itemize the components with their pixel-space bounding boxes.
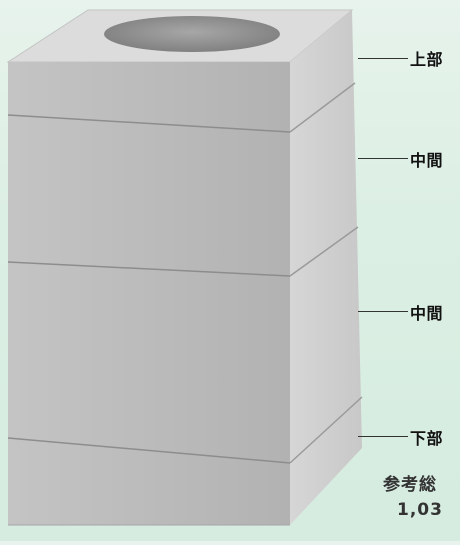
seam-3-side xyxy=(289,396,363,464)
seam-3 xyxy=(7,437,291,464)
label-middle-part-1: 中間 xyxy=(410,151,444,170)
block-top-hole xyxy=(104,16,280,52)
seam-1 xyxy=(7,114,291,133)
label-bottom-part: 下部 xyxy=(410,429,444,448)
seam-2-side xyxy=(289,226,359,277)
label-top-part: 上部 xyxy=(410,50,444,69)
reference-note-line1: 参考総 xyxy=(383,475,437,495)
block-side-face xyxy=(290,10,362,525)
leader-bottom xyxy=(358,436,408,437)
label-middle-part-2: 中間 xyxy=(410,304,444,323)
seam-2 xyxy=(7,261,291,277)
reference-note-line2: 1,03 xyxy=(397,500,443,520)
leader-middle-1 xyxy=(358,158,408,159)
seam-1-side xyxy=(289,82,356,133)
block-front-face xyxy=(8,62,290,525)
leader-top xyxy=(358,58,408,59)
leader-middle-2 xyxy=(358,311,408,312)
